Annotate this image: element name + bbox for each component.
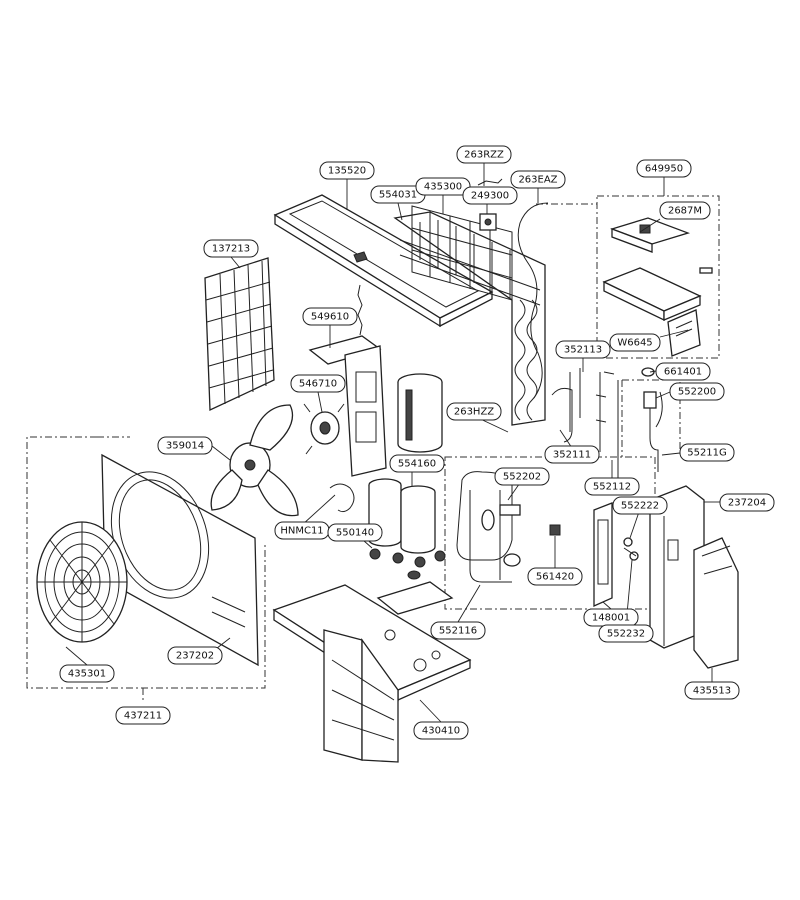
callout-label-561420: 561420: [536, 572, 574, 583]
compressor: [368, 478, 454, 615]
small-fittings: [623, 537, 639, 561]
callout-359014: 359014: [157, 436, 213, 455]
accumulator-cylinder: [397, 373, 443, 453]
callout-552202: 552202: [494, 467, 550, 486]
valve-plate: [593, 502, 613, 608]
callout-label-352111: 352111: [553, 450, 591, 461]
callout-HNMC11: HNMC11: [274, 521, 330, 540]
callout-label-352113: 352113: [564, 345, 602, 356]
callout-435513: 435513: [684, 681, 740, 700]
motor-wire: [329, 483, 355, 513]
callout-263EAZ: 263EAZ: [510, 170, 566, 189]
thermistor-bracket: [479, 213, 497, 231]
callout-552222: 552222: [612, 496, 668, 515]
service-valves: [641, 367, 663, 472]
callout-435301: 435301: [59, 664, 115, 683]
callout-137213: 137213: [203, 239, 259, 258]
callout-552112: 552112: [584, 477, 640, 496]
callout-552232: 552232: [598, 624, 654, 643]
callout-label-148001: 148001: [592, 613, 630, 624]
callout-55211G: 55211G: [679, 443, 735, 462]
callout-label-649950: 649950: [645, 164, 683, 175]
callout-550140: 550140: [327, 523, 383, 542]
callout-label-435513: 435513: [693, 686, 731, 697]
callout-label-249300: 249300: [471, 191, 509, 202]
callout-label-263EAZ: 263EAZ: [518, 175, 557, 186]
callout-label-135520: 135520: [328, 166, 366, 177]
cable-harness: [517, 202, 549, 399]
callout-2687M: 2687M: [659, 201, 711, 220]
callout-label-263RZZ: 263RZZ: [464, 150, 504, 161]
callout-546710: 546710: [290, 374, 346, 393]
callout-649950: 649950: [636, 159, 692, 178]
fan-motor: [303, 403, 345, 455]
valve-cover: [693, 537, 739, 669]
callout-label-435301: 435301: [68, 669, 106, 680]
callout-label-437211: 437211: [124, 711, 162, 722]
callout-label-430410: 430410: [422, 726, 460, 737]
callout-237204: 237204: [719, 493, 775, 512]
top-cover-panel: [273, 194, 494, 328]
side-grille: [204, 257, 275, 412]
callout-label-552200: 552200: [678, 387, 716, 398]
callout-430410: 430410: [413, 721, 469, 740]
callout-label-137213: 137213: [212, 244, 250, 255]
callout-148001: 148001: [583, 608, 639, 627]
callout-label-554160: 554160: [398, 459, 436, 470]
callout-135520: 135520: [319, 161, 375, 180]
callout-561420: 561420: [527, 567, 583, 586]
callout-label-55211G: 55211G: [687, 448, 727, 459]
callout-label-549610: 549610: [311, 312, 349, 323]
callout-label-550140: 550140: [336, 528, 374, 539]
callout-249300: 249300: [462, 186, 518, 205]
callout-549610: 549610: [302, 307, 358, 326]
callout-554160: 554160: [389, 454, 445, 473]
valve-cap: [549, 524, 561, 536]
callout-label-552202: 552202: [503, 472, 541, 483]
rear-grille: [411, 205, 513, 301]
callout-label-552112: 552112: [593, 482, 631, 493]
callout-W6645: W6645: [609, 333, 661, 352]
callout-label-552222: 552222: [621, 501, 659, 512]
callout-237202: 237202: [167, 646, 223, 665]
callout-label-552116: 552116: [439, 626, 477, 637]
callout-552116: 552116: [430, 621, 486, 640]
sensor-cable: [477, 178, 503, 186]
callout-661401: 661401: [655, 362, 711, 381]
control-box: [602, 217, 713, 357]
callout-label-661401: 661401: [664, 367, 702, 378]
callout-label-546710: 546710: [299, 379, 337, 390]
callout-435300: 435300: [415, 177, 471, 196]
callout-label-237202: 237202: [176, 651, 214, 662]
callout-label-552232: 552232: [607, 629, 645, 640]
callout-label-435300: 435300: [424, 182, 462, 193]
callout-label-2687M: 2687M: [668, 206, 702, 217]
callout-label-W6645: W6645: [617, 338, 652, 349]
propeller-fan: [210, 404, 299, 517]
motor-mount: [308, 284, 387, 477]
callout-437211: 437211: [115, 706, 171, 725]
callout-352111: 352111: [544, 445, 600, 464]
callout-label-554031: 554031: [379, 190, 417, 201]
callout-263HZZ: 263HZZ: [446, 402, 502, 421]
callout-label-237204: 237204: [728, 498, 766, 509]
pipe-set: [551, 368, 619, 480]
callout-label-HNMC11: HNMC11: [280, 526, 323, 537]
callout-263RZZ: 263RZZ: [456, 145, 512, 164]
callout-label-263HZZ: 263HZZ: [454, 407, 494, 418]
callout-552200: 552200: [669, 382, 725, 401]
callout-label-359014: 359014: [166, 441, 204, 452]
callout-352113: 352113: [555, 340, 611, 359]
refrigerant-piping: [456, 471, 521, 583]
base-pan: [272, 584, 472, 763]
fan-guard: [36, 521, 128, 643]
